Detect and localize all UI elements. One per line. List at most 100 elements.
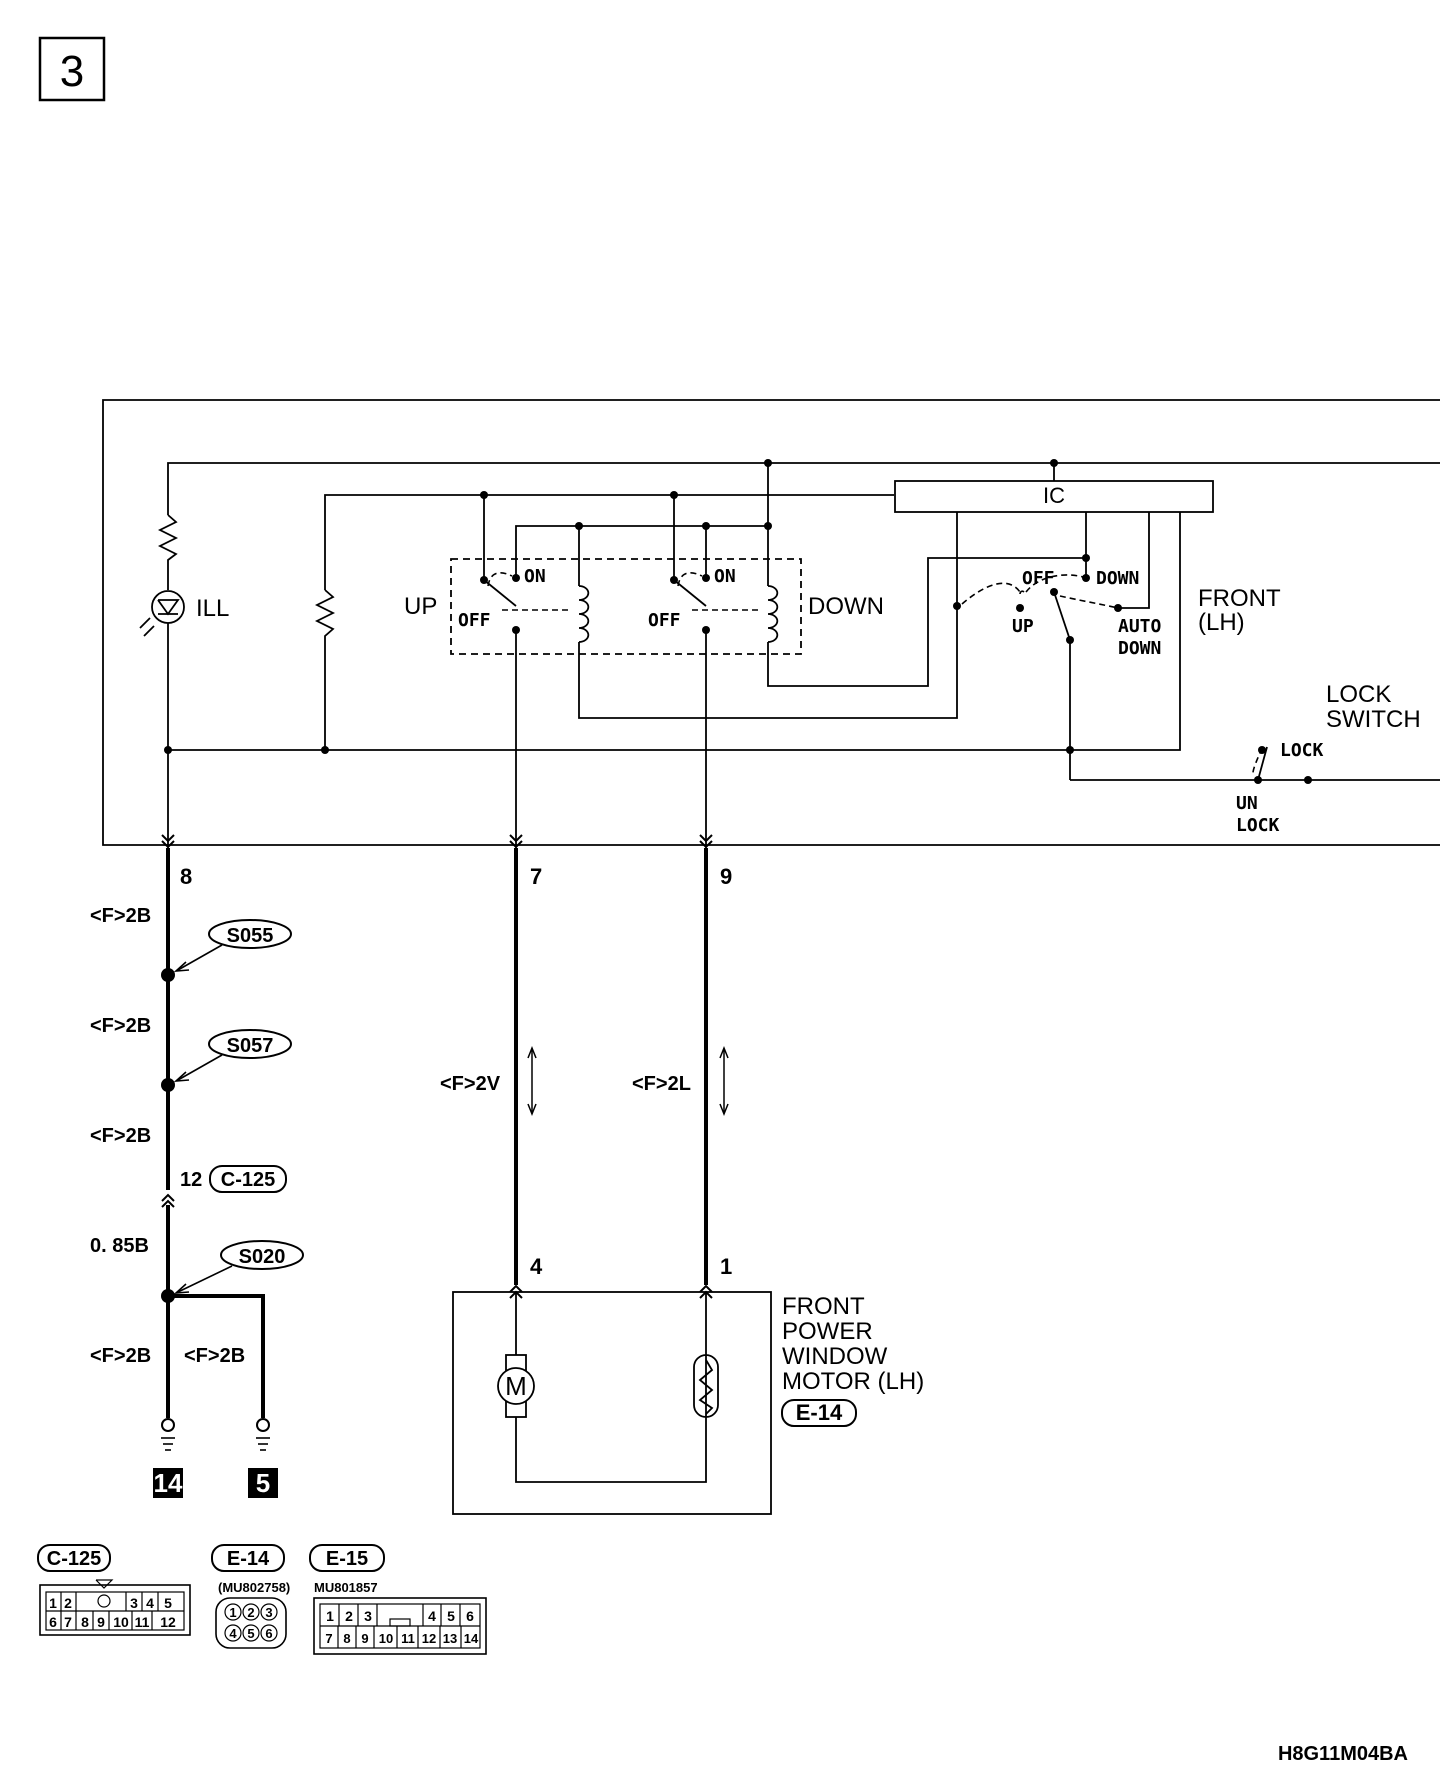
up-label: UP [404, 593, 437, 620]
junction-dots [164, 459, 1312, 784]
e14-pin: 3 [265, 1605, 272, 1620]
motor-box [452, 1285, 772, 1515]
wire-label-2: <F>2B [90, 1015, 151, 1037]
main-switch-auto: AUTO [1118, 616, 1162, 637]
external-wiring [166, 848, 708, 1418]
splice-s057: S057 [173, 1029, 292, 1082]
svg-text:5: 5 [256, 1468, 270, 1498]
switch-block [102, 399, 1440, 846]
e15-pin: 10 [379, 1631, 393, 1646]
pin-4: 4 [530, 1254, 543, 1279]
pin-7: 7 [530, 864, 542, 889]
wire-label-8: <F>2L [632, 1073, 691, 1095]
ic-label: IC [1043, 483, 1065, 508]
svg-text:(MU802758): (MU802758) [218, 1580, 290, 1595]
e15-pin: 1 [326, 1608, 334, 1624]
e15-pin: 11 [401, 1631, 415, 1646]
c125-pin: 2 [64, 1595, 72, 1611]
svg-text:14: 14 [154, 1468, 183, 1498]
connector-c125-inline: 12 C-125 [161, 1165, 287, 1208]
motor-connector-code: E-14 [796, 1400, 843, 1425]
e14-pin: 6 [265, 1626, 272, 1641]
splice-s020: S020 [173, 1240, 304, 1294]
main-switch-auto-down: DOWN [1118, 638, 1161, 659]
main-switch-up: UP [1012, 616, 1034, 637]
e14-pin: 2 [247, 1605, 254, 1620]
pin-8: 8 [180, 864, 192, 889]
motor-label-4: MOTOR (LH) [782, 1368, 924, 1395]
svg-text:E-15: E-15 [326, 1548, 368, 1570]
harness-arrows [527, 1045, 729, 1117]
c125-pin: 11 [135, 1614, 150, 1630]
c125-pin: 8 [81, 1614, 89, 1630]
e15-pin: 12 [422, 1631, 436, 1646]
e15-pin: 8 [343, 1631, 350, 1646]
svg-text:C-125: C-125 [47, 1548, 101, 1570]
motor-label-1: FRONT [782, 1293, 865, 1320]
svg-text:MU801857: MU801857 [314, 1580, 378, 1595]
c125-pin: 1 [49, 1595, 57, 1611]
labels: IC ILL UP DOWN ON OFF ON OFF OFF DOWN UP… [90, 483, 1421, 1427]
unlock-position-1: UN [1236, 793, 1258, 814]
e14-pin: 1 [229, 1605, 236, 1620]
e15-pin: 6 [466, 1608, 474, 1624]
page-number-box: 3 [38, 36, 106, 102]
motor-symbol: M [505, 1371, 527, 1401]
e15-pin: 7 [325, 1631, 332, 1646]
svg-text:E-14: E-14 [227, 1548, 270, 1570]
wire-label-3: <F>2B [90, 1125, 151, 1147]
wire-label-1: <F>2B [90, 905, 151, 927]
svg-text:S057: S057 [227, 1035, 274, 1057]
ground-5: 5 [248, 1418, 278, 1498]
wire-label-4: 0. 85B [90, 1235, 149, 1257]
c125-pin: 6 [49, 1614, 57, 1630]
e15-pin: 14 [464, 1631, 479, 1646]
c125-pin: 4 [146, 1595, 154, 1611]
figure-code: H8G11M04BA [1278, 1743, 1408, 1765]
lock-position: LOCK [1280, 740, 1324, 761]
c125-pin: 9 [97, 1614, 105, 1630]
unlock-position-2: LOCK [1236, 815, 1280, 836]
wire-label-6: <F>2B [184, 1345, 245, 1367]
e15-pin: 4 [428, 1608, 436, 1624]
down-label: DOWN [808, 593, 884, 620]
pin-9: 9 [720, 864, 732, 889]
c125-pin: 5 [164, 1595, 172, 1611]
motor-label-3: WINDOW [782, 1343, 888, 1370]
front-lh-label-1: FRONT [1198, 585, 1281, 612]
c125-pin: 3 [130, 1595, 138, 1611]
wire-label-5: <F>2B [90, 1345, 151, 1367]
motor-label-2: POWER [782, 1318, 873, 1345]
main-switch-down: DOWN [1096, 568, 1139, 589]
splice-s055: S055 [173, 919, 292, 972]
relay-down-on: ON [714, 566, 736, 587]
e14-pin: 5 [247, 1626, 254, 1641]
c125-pin: 12 [160, 1614, 176, 1630]
ill-label: ILL [196, 595, 229, 622]
svg-text:12: 12 [180, 1169, 202, 1191]
c125-pin: 7 [64, 1614, 72, 1630]
e15-pin: 13 [443, 1631, 457, 1646]
c125-pin: 10 [113, 1614, 129, 1630]
pin-1: 1 [720, 1254, 732, 1279]
relay-down-off: OFF [648, 610, 681, 631]
svg-text:S020: S020 [239, 1246, 286, 1268]
svg-text:S055: S055 [227, 925, 274, 947]
relay-up-off: OFF [458, 610, 491, 631]
page-number: 3 [60, 47, 84, 96]
internal-wiring [139, 462, 1440, 848]
relay-up-on: ON [524, 566, 546, 587]
e15-pin: 9 [361, 1631, 368, 1646]
svg-text:C-125: C-125 [221, 1169, 275, 1191]
ground-14: 14 [153, 1418, 183, 1498]
e14-pin: 4 [229, 1626, 237, 1641]
lock-switch-label-1: LOCK [1326, 681, 1391, 708]
lock-switch-label-2: SWITCH [1326, 706, 1421, 733]
main-switch-off: OFF [1022, 568, 1055, 589]
